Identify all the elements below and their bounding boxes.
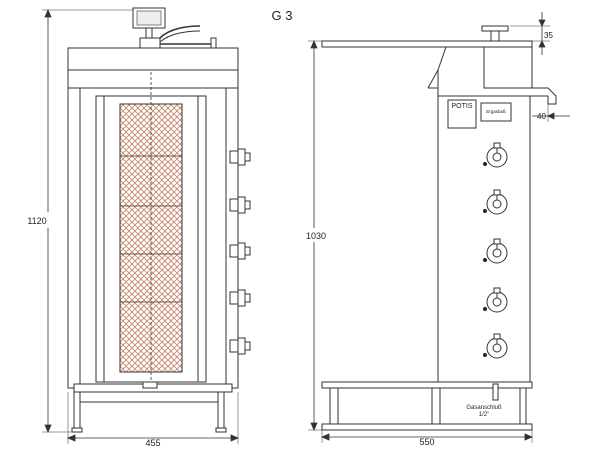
side-offset-label: 40 [537, 112, 546, 121]
gas-plate-text: Ergasbaß [486, 109, 506, 114]
front-knob-1[interactable] [229, 148, 251, 166]
side-width-label: 550 [419, 437, 434, 447]
brand-plate-text: POTIS [451, 103, 472, 110]
side-knob-5[interactable] [482, 333, 508, 359]
front-knob-5[interactable] [229, 337, 251, 355]
top-valve-handle[interactable] [481, 25, 509, 32]
side-knob-4[interactable] [482, 287, 508, 313]
side-height-label: 1030 [306, 231, 326, 241]
drawing-title: G 3 [272, 8, 293, 23]
side-knob-3[interactable] [482, 238, 508, 264]
bottom-shelf [321, 381, 533, 389]
gas-connection-label: Gasanschluß [466, 405, 502, 411]
front-knob-2[interactable] [229, 196, 251, 214]
front-width-label: 455 [145, 438, 160, 448]
top-offset-label: 35 [544, 31, 553, 40]
front-knob-3[interactable] [229, 242, 251, 260]
brand-plate [447, 99, 477, 129]
gas-pipe-vertical [492, 383, 499, 401]
control-box-screen [136, 10, 162, 26]
gas-pipe-top [159, 25, 201, 39]
top-plate [321, 40, 533, 48]
front-height-value: 1120 [27, 216, 46, 226]
side-view [321, 25, 557, 431]
gas-connection-size: 1/2" [479, 412, 489, 418]
front-knob-4[interactable] [229, 289, 251, 307]
front-view [67, 7, 239, 433]
side-cabinet [437, 95, 531, 387]
side-knob-2[interactable] [482, 189, 508, 215]
gas-plate [480, 102, 512, 122]
side-knob-1[interactable] [482, 142, 508, 168]
